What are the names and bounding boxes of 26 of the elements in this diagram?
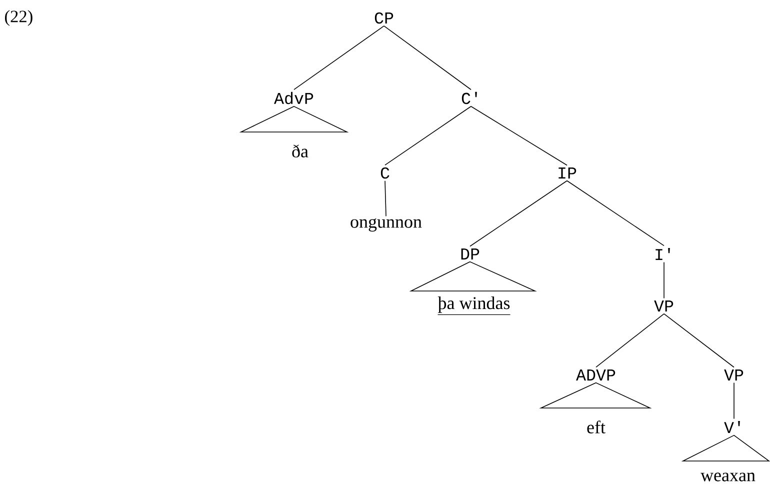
category-label: V′ bbox=[724, 420, 740, 434]
category-label: C bbox=[380, 167, 390, 179]
category-label: ADVP bbox=[576, 370, 616, 380]
branch-line bbox=[470, 106, 568, 166]
branch-line bbox=[596, 313, 664, 368]
word: ongunnon bbox=[350, 218, 422, 232]
branch-line bbox=[470, 180, 568, 247]
category-label: CP bbox=[374, 12, 394, 24]
category-label: DP bbox=[461, 248, 480, 260]
branch-line bbox=[384, 26, 472, 90]
category-label: AdvP bbox=[274, 92, 314, 104]
category-label: VP bbox=[654, 300, 674, 312]
category-label: VP bbox=[724, 370, 744, 380]
underlined-word: þa windas bbox=[438, 296, 511, 315]
branch-line bbox=[384, 106, 472, 166]
word: ða bbox=[292, 144, 308, 158]
category-label: C′ bbox=[462, 92, 477, 104]
word: weaxan bbox=[700, 472, 756, 482]
category-label: I′ bbox=[656, 248, 670, 260]
branch-line bbox=[294, 26, 384, 90]
branch-line bbox=[384, 180, 386, 217]
word: eft bbox=[587, 420, 606, 434]
branch-line bbox=[664, 313, 734, 368]
category-label: IP bbox=[558, 168, 576, 178]
example-number: (22) bbox=[5, 10, 32, 26]
branch-line bbox=[566, 180, 664, 246]
